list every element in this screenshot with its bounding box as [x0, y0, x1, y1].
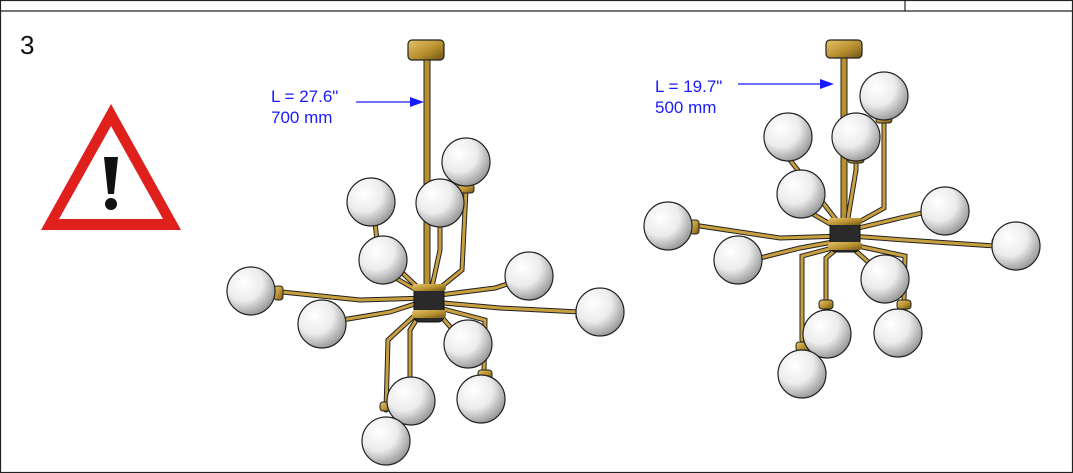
chandelier-short [643, 39, 1041, 399]
length-label-short: L = 19.7" 500 mm [655, 76, 722, 118]
length-label-long: L = 27.6" 700 mm [271, 86, 338, 128]
chandelier-long [226, 39, 625, 466]
length-inches: L = 19.7" [655, 77, 723, 96]
length-arrow-right [738, 79, 834, 89]
length-millimeters: 700 mm [271, 108, 333, 127]
length-arrow-left [356, 97, 424, 107]
length-inches: L = 27.6" [271, 87, 339, 106]
warning-triangle-icon [41, 104, 181, 230]
length-millimeters: 500 mm [655, 98, 717, 117]
step-number: 3 [20, 30, 35, 60]
